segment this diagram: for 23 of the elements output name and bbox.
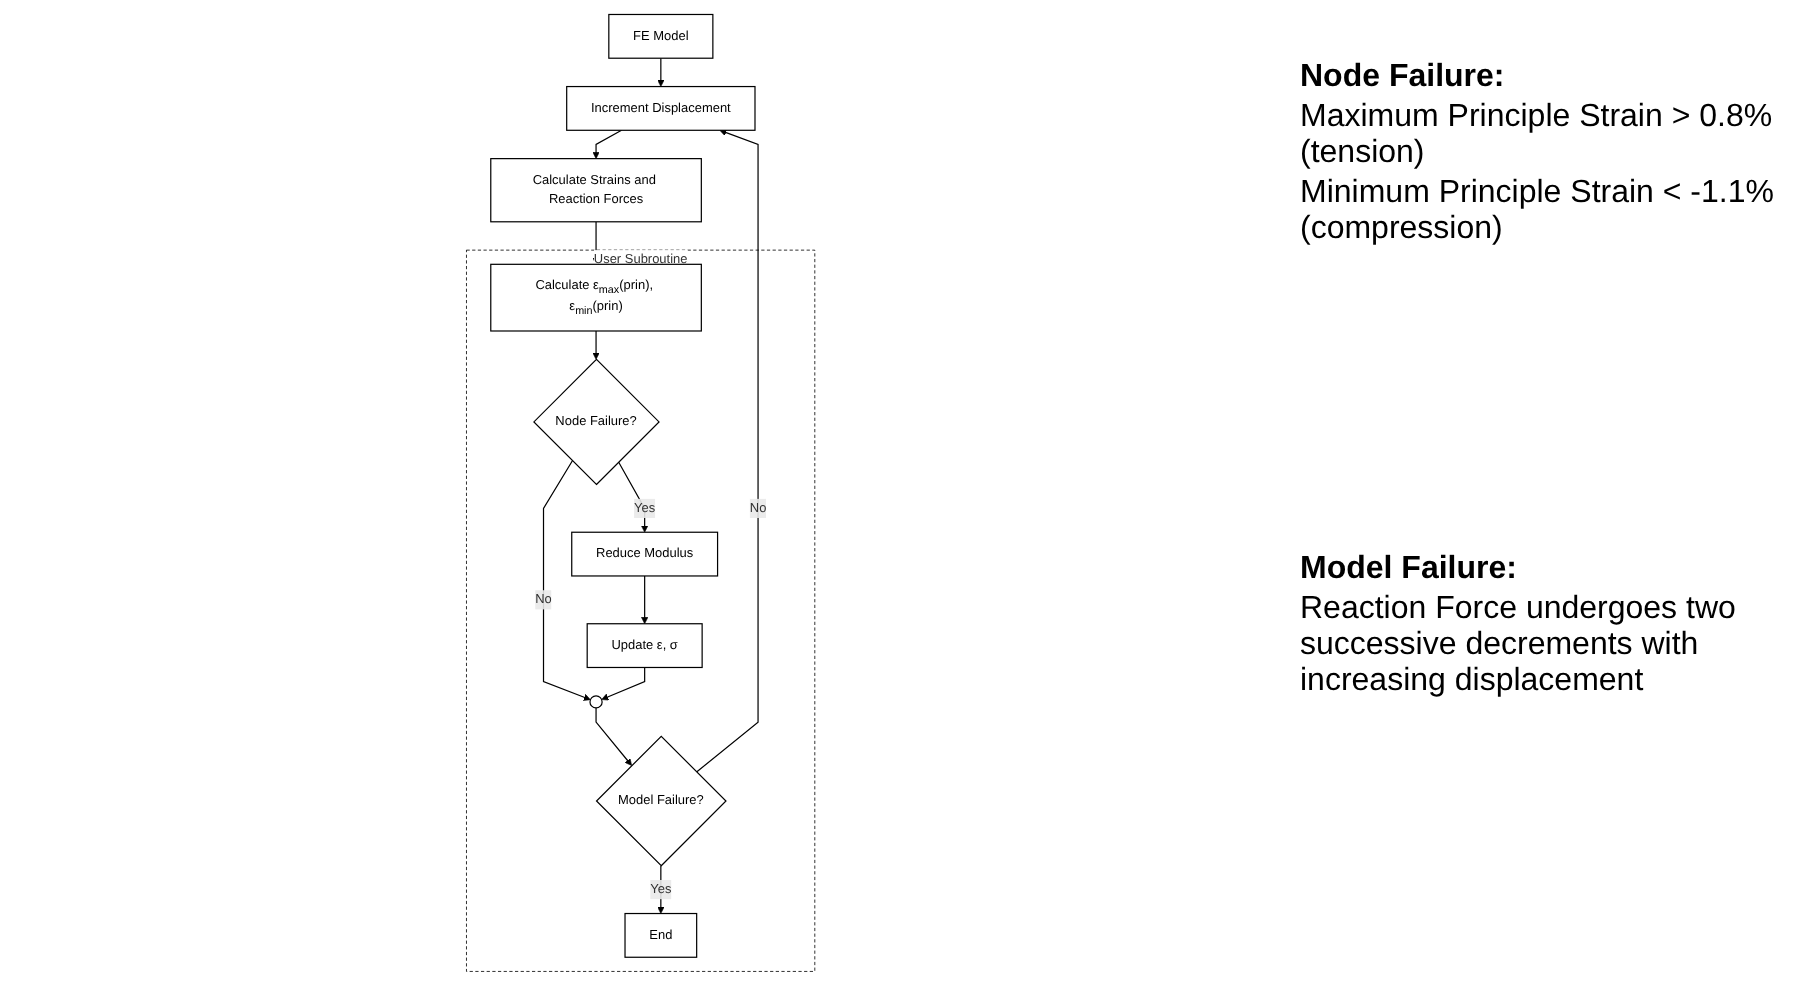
note-text: Maximum Principle Strain > 0.8% (tension) [1300,100,1775,172]
node-diamond [532,358,660,486]
node-box [623,912,697,958]
arrow [695,129,758,773]
arrow [591,330,599,360]
node-box [570,531,718,577]
note-heading: Model Failure: [1300,552,1519,588]
node-box [489,158,702,223]
node-box [585,623,703,669]
arrow [600,666,645,701]
node-box [565,85,755,131]
note-text: Reaction Force undergoes two successive decrements with increasing displacement [1300,592,1738,700]
arrow [656,57,664,87]
arrow [542,460,591,701]
arrow [594,707,632,766]
node-box [607,13,713,59]
node-circle [588,695,603,709]
note-heading: Node Failure: [1300,60,1507,96]
note-text: Minimum Principle Strain < -1.1% (compression) [1300,176,1776,248]
arrow [640,575,648,625]
node-diamond [595,735,727,867]
arrow [591,129,622,159]
node-box [489,263,702,332]
